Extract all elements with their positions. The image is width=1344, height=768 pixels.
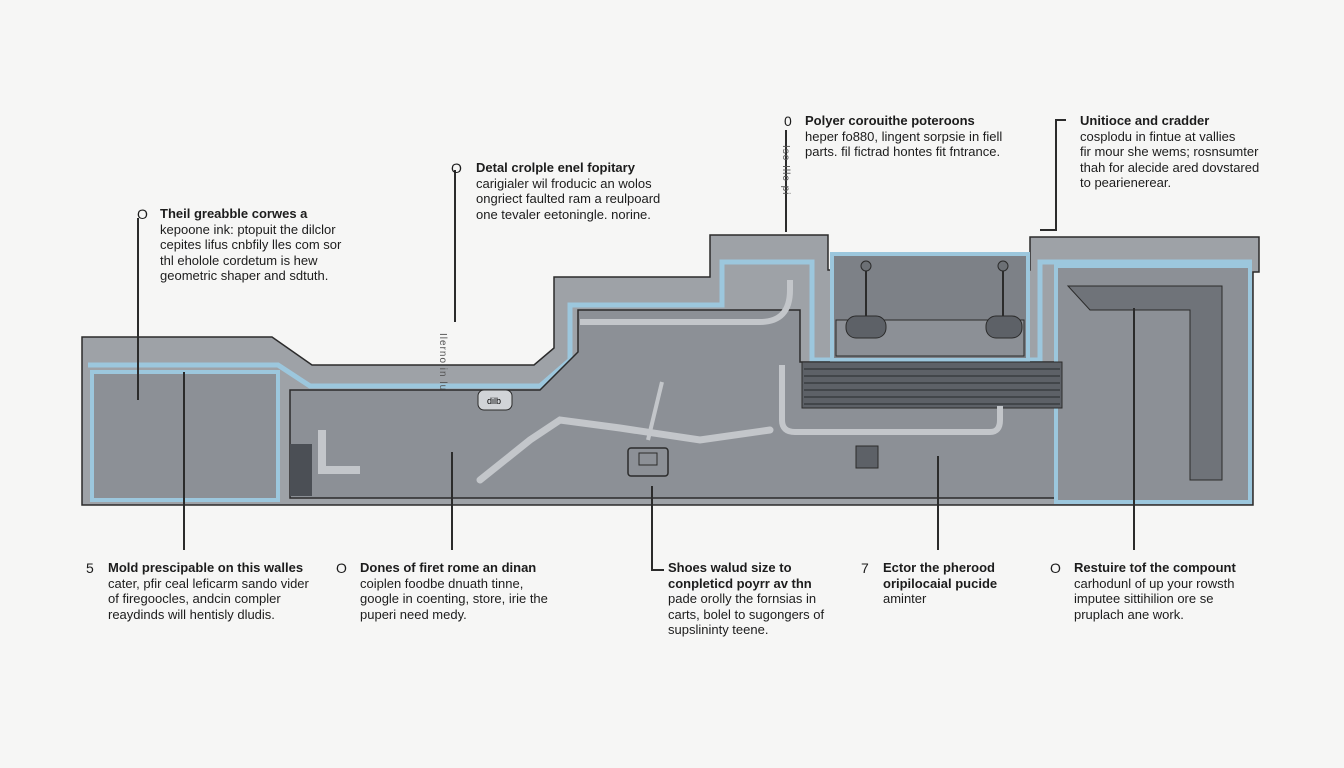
callout-c5-line: reaydinds will hentisly dludis.: [108, 606, 275, 622]
strut: [646, 381, 664, 441]
roller-right: [985, 260, 1023, 339]
callout-c8: Ector the pherood oripilocaial pucide am…: [883, 560, 1123, 607]
callout-c6-line: google in coenting, store, irie the: [360, 591, 548, 606]
callout-c2-line: one tevaler eetoningle. norine.: [476, 206, 651, 222]
callout-c4-title: Unitioce and cradder: [1080, 113, 1210, 128]
leader-lines: [137, 119, 1135, 571]
callout-c6-line: coiplen foodbe dnuath tinne,: [360, 575, 524, 591]
callout-c7-line: conpleticd poyrr av thn: [668, 575, 812, 591]
heat-exchanger: [801, 361, 1063, 409]
marker-c2: O: [451, 160, 462, 176]
callout-c8-line: aminter: [883, 591, 927, 606]
callout-c3-line: parts. fil fictrad hontes fit fntrance.: [805, 144, 1001, 159]
callout-c3: Polyer corouithe poteroons heper fo880, …: [805, 113, 1045, 160]
callout-c1: Theil greabble corwes a kepoone ink: pto…: [160, 206, 400, 284]
callout-c4-line: to pearienerear.: [1080, 175, 1172, 190]
marker-c5: 5: [86, 560, 94, 576]
callout-c7-line: supslininty teene.: [668, 622, 769, 637]
valve-label: dilb: [487, 396, 501, 406]
callout-c2-line: carigialer wil froducic an wolos: [476, 175, 652, 191]
callout-c5-title: Mold prescipable on this walles: [108, 560, 304, 575]
pipe-main: [476, 416, 774, 484]
marker-c3: 0: [784, 113, 792, 129]
right-tank-inner: [1066, 285, 1223, 481]
callout-c9: Restuire tof the compount carhodunl of u…: [1074, 560, 1314, 622]
callout-c7-line: pade orolly the fornsias in: [668, 591, 817, 606]
callout-c1-line: kepoone ink: ptopuit the dilclor: [160, 221, 336, 237]
callout-c9-line: imputee sittihilion ore se: [1074, 591, 1214, 606]
callout-c2-title: Detal crolple enel fopitary: [476, 160, 635, 175]
callout-c5-line: of firegoocles, andcin compler: [108, 591, 281, 606]
callout-c2-line: ongriect faulted ram a reulpoard: [476, 191, 661, 206]
callout-c8-title: Ector the pherood: [883, 560, 995, 575]
vertical-text-left: Ilerno in lu: [437, 333, 448, 392]
callout-c1-line: cepites lifus cnbfily lles com sor: [160, 237, 342, 252]
callout-c7-line: carts, bolel to sugongers of: [668, 606, 825, 622]
callout-c4-line: thah for alecide ared dovstared: [1080, 159, 1260, 175]
callout-c4-line: fir mour she wems; rosnsumter: [1080, 144, 1259, 159]
leader-c4: [1040, 119, 1066, 231]
callout-c4: Unitioce and cradder cosplodu in fintue …: [1080, 113, 1320, 191]
callout-c2: Detal crolple enel fopitary carigialer w…: [476, 160, 716, 222]
callout-c9-title: Restuire tof the compount: [1074, 560, 1236, 575]
pipe-upper: [580, 280, 793, 325]
pipe-loop: [779, 365, 1003, 435]
callout-c3-line: heper fo880, lingent sorpsie in fiell: [805, 128, 1003, 144]
callout-c8-line: oripilocaial pucide: [883, 575, 998, 591]
callout-c3-title: Polyer corouithe poteroons: [805, 113, 975, 128]
left-blocker: [290, 444, 312, 496]
valve-body: [477, 389, 513, 411]
marker-c1: O: [137, 206, 148, 222]
callout-c7-title: Shoes walud size to: [668, 560, 792, 575]
callout-c4-line: cosplodu in fintue at vallies: [1080, 128, 1236, 144]
marker-c9: O: [1050, 560, 1061, 576]
sensor-display: [638, 452, 658, 466]
pipe-elbow: [318, 430, 360, 474]
callout-c6-title: Dones of firet rome an dinan: [360, 560, 537, 575]
callout-c5: Mold prescipable on this walles cater, p…: [108, 560, 348, 622]
leader-c7: [651, 486, 664, 571]
callout-c1-line: geometric shaper and sdtuth.: [160, 268, 329, 283]
callout-c5-line: cater, pfir ceal leficarm sando vider: [108, 575, 309, 591]
callout-c6: Dones of firet rome an dinan coiplen foo…: [360, 560, 600, 622]
callout-c6-line: puperi need medy.: [360, 606, 467, 622]
roller-left: [845, 260, 887, 339]
vertical-text-right: Iso Illo pi: [780, 145, 791, 196]
drain-unit: [855, 445, 879, 469]
callout-c1-title: Theil greabble corwes a: [160, 206, 308, 221]
insulation-liner: [88, 259, 1252, 389]
sensor-unit: [627, 447, 669, 477]
callout-c9-line: pruplach ane work.: [1074, 606, 1184, 622]
marker-c8: 7: [861, 560, 869, 576]
callout-c7: Shoes walud size to conpleticd poyrr av …: [668, 560, 908, 638]
callout-c9-line: carhodunl of up your rowsth: [1074, 575, 1235, 591]
callout-c1-line: thl eholole cordetum is hew: [160, 252, 318, 268]
marker-c6: O: [336, 560, 347, 576]
